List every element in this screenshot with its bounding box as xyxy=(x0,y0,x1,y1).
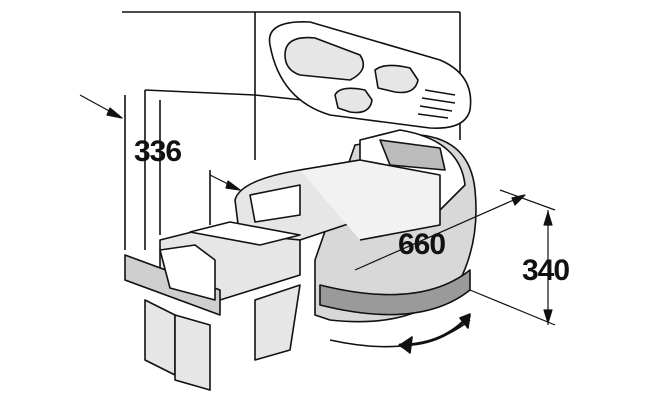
middle-bin xyxy=(234,159,441,241)
pullout-bins xyxy=(124,221,301,391)
cabinet-outline xyxy=(122,11,461,250)
dimension-height-label: 340 xyxy=(522,254,570,287)
dimension-width-label: 660 xyxy=(398,228,446,261)
dimension-lines xyxy=(79,94,556,326)
sink xyxy=(268,21,472,129)
dimension-depth-label: 336 xyxy=(134,135,182,168)
